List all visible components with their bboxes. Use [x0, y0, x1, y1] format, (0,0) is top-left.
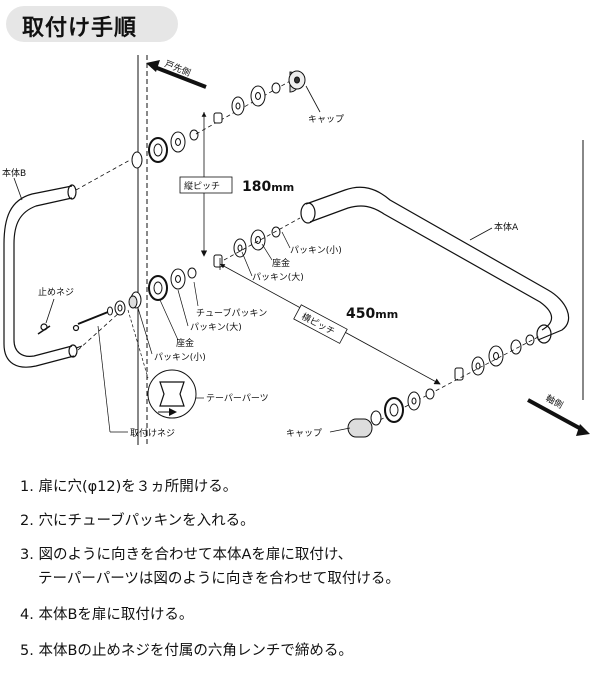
mount-screw-label: 取付けネジ: [130, 428, 175, 439]
upper-door-stack: [131, 129, 199, 169]
door-side-arrow: 戸先側: [146, 58, 207, 89]
packing-large-a-label: パッキン(大): [252, 271, 304, 283]
body-b-label: 本体B: [2, 167, 26, 179]
lower-door-stack: [130, 267, 197, 309]
cap-bottom-label: キャップ: [286, 428, 322, 439]
tube-packing-label: チューブパッキン: [196, 307, 267, 319]
packing-large-b-label: パッキン(大): [190, 321, 242, 333]
step-2: 2. 穴にチューブパッキンを入れる。: [20, 513, 255, 529]
axis-side-arrow: 軸側: [527, 392, 590, 436]
vertical-pitch-label: 縦ピッチ: [184, 180, 220, 192]
lower-cap-stack: [347, 388, 435, 438]
installation-diagram: 戸先側 軸側 本体B 止めネジ: [2, 55, 590, 445]
step-3-continued: テーパーパーツは図のように向きを合わせて取付ける。: [38, 571, 400, 587]
washer-b-label: 座金: [176, 337, 194, 349]
step-5: 5. 本体Bの止めネジを付属の六角レンチで締める。: [20, 643, 353, 659]
body-a: [300, 186, 570, 344]
set-screw: [37, 325, 51, 335]
step-1: 1. 扉に穴(φ12)を３ヵ所開ける。: [20, 479, 238, 495]
cap-top-label: キャップ: [308, 114, 344, 125]
body-a-lower-stack: [454, 334, 535, 381]
step-4: 4. 本体Bを扉に取付ける。: [20, 607, 194, 623]
vertical-pitch-value: 180mm: [242, 179, 294, 195]
taper-parts-detail: [147, 369, 197, 419]
upper-cap-stack: [213, 70, 306, 124]
door-edge-lines: [137, 55, 584, 445]
mount-screw: [77, 295, 138, 325]
packing-small-b-label: パッキン(小): [154, 352, 206, 363]
packing-small-a-label: パッキン(小): [290, 245, 342, 256]
title-badge: [6, 6, 178, 42]
body-b: [3, 184, 83, 368]
body-b-axis-lines: [75, 159, 131, 351]
body-a-upper-stack: [213, 226, 281, 268]
horizontal-pitch-value: 450mm: [346, 306, 398, 322]
set-screw-label: 止めネジ: [38, 286, 74, 298]
taper-parts-label: テーパーパーツ: [206, 393, 269, 404]
body-a-label: 本体A: [494, 221, 519, 233]
step-3: 3. 図のように向きを合わせて本体Aを扉に取付け、: [20, 547, 353, 563]
page-title: 取付け手順: [22, 16, 138, 41]
washer-a-label: 座金: [272, 257, 290, 269]
